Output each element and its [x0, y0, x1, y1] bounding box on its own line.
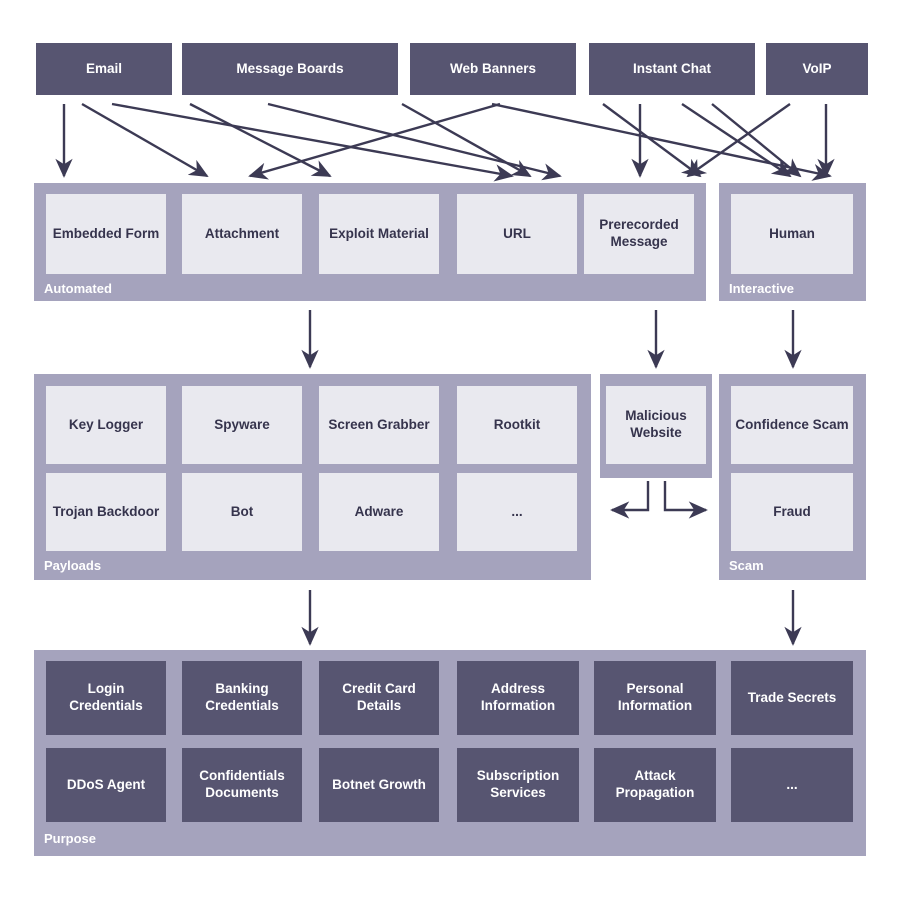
delivery-box-prerecorded-message[interactable]: Prerecorded Message	[584, 194, 694, 274]
arrow-malicious-website-to-payloads	[610, 481, 650, 519]
delivery-box-exploit-material[interactable]: Exploit Material	[319, 194, 439, 274]
vector-box-web-banners[interactable]: Web Banners	[410, 43, 576, 95]
group-label-scam: Scam	[729, 558, 764, 573]
arrow-chat-to-human	[681, 103, 792, 178]
purpose-box-trade-secrets[interactable]: Trade Secrets	[731, 661, 853, 735]
malicious-website-split-arrows	[610, 481, 708, 519]
payload-box-more[interactable]: ...	[457, 473, 577, 551]
payload-box-spyware[interactable]: Spyware	[182, 386, 302, 464]
arrow-email-to-url	[111, 102, 514, 182]
arrow-malicious-website-to-scam	[663, 481, 708, 519]
vector-box-voip[interactable]: VoIP	[766, 43, 868, 95]
arrow-voip-to-prerecorded	[686, 103, 791, 178]
payload-box-screen-grabber[interactable]: Screen Grabber	[319, 386, 439, 464]
group-label-automated: Automated	[44, 281, 112, 296]
purpose-box-more[interactable]: ...	[731, 748, 853, 822]
vector-to-delivery-arrows	[55, 102, 835, 182]
group-label-payloads: Payloads	[44, 558, 102, 573]
arrow-email-to-attachment	[81, 102, 209, 178]
arrow-boards-to-url	[401, 102, 532, 178]
arrow-banners-to-human-left	[491, 102, 832, 181]
group-label-interactive: Interactive	[729, 281, 795, 296]
group-label-purpose: Purpose	[44, 831, 97, 846]
vector-box-message-boards[interactable]: Message Boards	[182, 43, 398, 95]
arrow-boards-to-prerecorded	[267, 102, 562, 181]
payload-box-adware[interactable]: Adware	[319, 473, 439, 551]
purpose-box-banking-credentials[interactable]: Banking Credentials	[182, 661, 302, 735]
purpose-box-attack-propagation[interactable]: Attack Propagation	[594, 748, 716, 822]
purpose-box-personal-information[interactable]: Personal Information	[594, 661, 716, 735]
purpose-box-subscription-services[interactable]: Subscription Services	[457, 748, 579, 822]
panel-purpose	[34, 650, 866, 856]
delivery-to-payload-arrows	[301, 310, 802, 369]
purpose-box-login-credentials[interactable]: Login Credentials	[46, 661, 166, 735]
payload-box-key-logger[interactable]: Key Logger	[46, 386, 166, 464]
payload-box-malicious-website[interactable]: Malicious Website	[606, 386, 706, 464]
scam-box-fraud[interactable]: Fraud	[731, 473, 853, 551]
payload-box-trojan-backdoor[interactable]: Trojan Backdoor	[46, 473, 166, 551]
delivery-box-attachment[interactable]: Attachment	[182, 194, 302, 274]
purpose-box-botnet-growth[interactable]: Botnet Growth	[319, 748, 439, 822]
payload-box-bot[interactable]: Bot	[182, 473, 302, 551]
delivery-box-url[interactable]: URL	[457, 194, 577, 274]
payload-box-rootkit[interactable]: Rootkit	[457, 386, 577, 464]
purpose-box-address-information[interactable]: Address Information	[457, 661, 579, 735]
purpose-box-ddos-agent[interactable]: DDoS Agent	[46, 748, 166, 822]
delivery-box-embedded-form[interactable]: Embedded Form	[46, 194, 166, 274]
arrow-boards-to-exploit	[189, 102, 332, 178]
vector-box-instant-chat[interactable]: Instant Chat	[589, 43, 755, 95]
arrow-chat-to-prerecorded	[602, 103, 702, 178]
arrow-banners-to-attachment	[248, 102, 501, 180]
scam-box-confidence-scam[interactable]: Confidence Scam	[731, 386, 853, 464]
purpose-box-credit-card-details[interactable]: Credit Card Details	[319, 661, 439, 735]
arrow-chat-cross-right	[711, 103, 802, 178]
vector-box-email[interactable]: Email	[36, 43, 172, 95]
payload-to-purpose-arrows	[301, 590, 802, 646]
purpose-box-confidentials-documents[interactable]: Confidentials Documents	[182, 748, 302, 822]
delivery-box-human[interactable]: Human	[731, 194, 853, 274]
